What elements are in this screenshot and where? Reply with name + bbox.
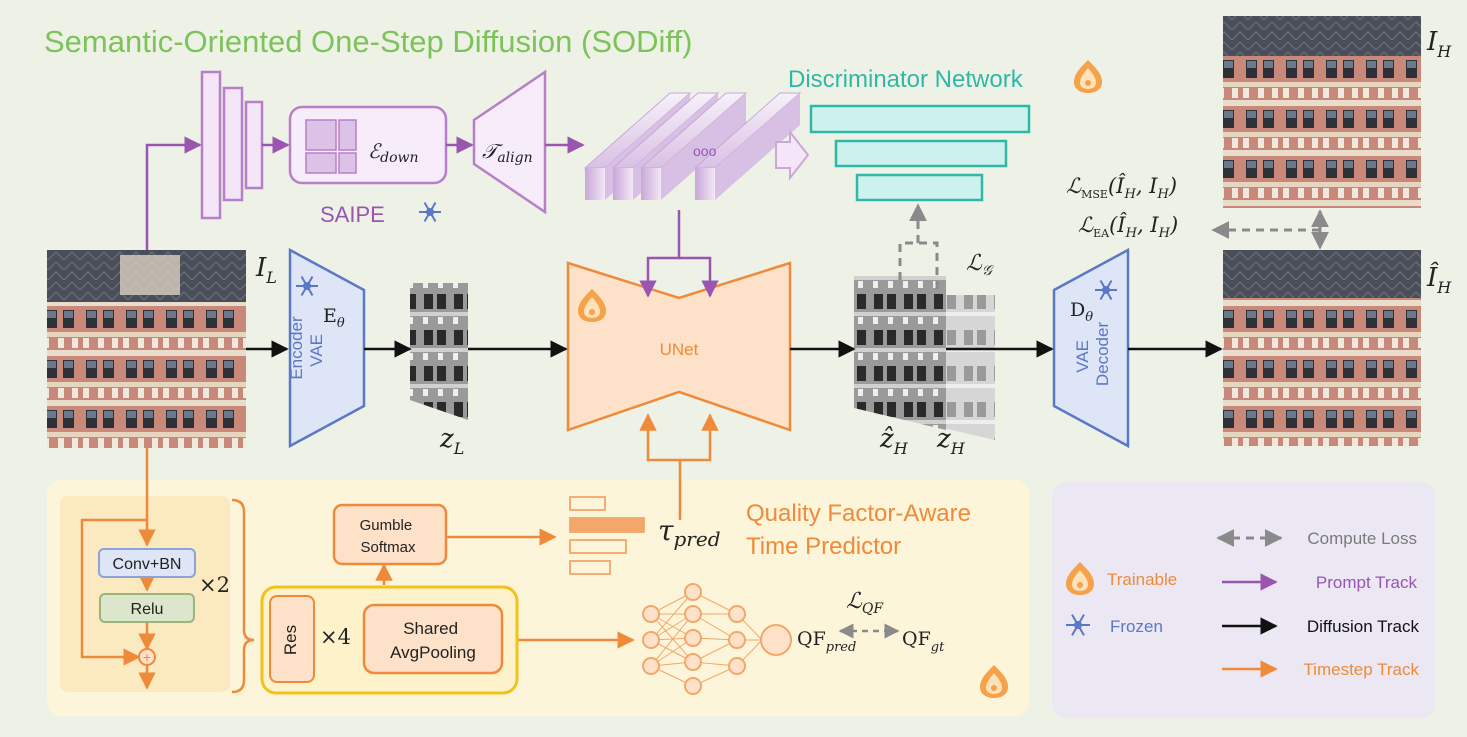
saipe-label: SAIPE <box>320 202 385 227</box>
zhat-h-label: ẑH <box>879 424 909 458</box>
relu-block <box>99 593 195 623</box>
loss-ea-label: ℒEA(ÎH, IH) <box>1078 213 1178 241</box>
timestep-distribution <box>569 496 645 575</box>
shared-avgpooling-block <box>362 603 504 675</box>
t-align-block <box>472 69 547 215</box>
e-theta-label: Eθ <box>323 305 345 331</box>
legend-compute-loss-label: Compute Loss <box>1307 529 1417 548</box>
legend-prompt-track-label: Prompt Track <box>1316 573 1418 592</box>
conv-bn-label: Conv+BN <box>113 556 182 573</box>
discriminator-label: Discriminator Network <box>788 66 1024 93</box>
relu-label: Relu <box>131 601 164 618</box>
e-down-icon <box>305 119 357 174</box>
saipe-feature-stack <box>200 70 264 220</box>
diagram-title: Semantic-Oriented One-Step Diffusion (SO… <box>44 24 692 59</box>
prompt-embeddings <box>583 92 802 200</box>
qf-network-icon <box>642 583 792 695</box>
vae-encoder <box>288 247 366 449</box>
residual-add-sign: + <box>143 649 151 665</box>
loss-g-label: ℒ𝒢 <box>966 251 994 279</box>
res-label: Res <box>281 625 300 655</box>
unet-trainable-icon <box>578 289 606 322</box>
discriminator-layers <box>809 104 1031 202</box>
saipe-frozen-icon <box>419 201 441 223</box>
shared-avgpooling-label: Shared AvgPooling <box>390 619 476 662</box>
unet-label: UNet <box>660 340 699 359</box>
z-h-label: zH <box>936 424 966 458</box>
output-image <box>1223 250 1421 446</box>
gumble-softmax-label: Gumble Softmax <box>360 517 417 556</box>
vae-decoder <box>1052 247 1130 449</box>
loss-mse-label: ℒMSE(ÎH, IH) <box>1066 174 1177 202</box>
ihat-h-label: ÎH <box>1426 261 1452 297</box>
input-image <box>47 250 246 448</box>
legend-trainable-icon <box>1066 562 1094 595</box>
legend-trainable-label: Trainable <box>1107 570 1177 589</box>
e-down-label: ℰdown <box>368 139 419 166</box>
d-theta-label: Dθ <box>1070 299 1093 325</box>
legend-frozen-label: Frozen <box>1110 617 1163 636</box>
brace <box>231 498 255 694</box>
legend-diffusion-track-label: Diffusion Track <box>1307 617 1420 636</box>
times-4-label: ×4 <box>320 625 351 649</box>
decoder-frozen-icon <box>1095 279 1117 301</box>
disc-input-arrow <box>775 129 810 181</box>
residual-add <box>138 648 156 666</box>
target-image <box>1223 16 1421 208</box>
conv-bn-block <box>98 548 196 578</box>
unet <box>566 261 792 432</box>
prompt-track <box>145 136 719 298</box>
qf-pred-label: QFpred <box>797 628 856 655</box>
z-l-label: zL <box>439 424 464 458</box>
times-2-label: ×2 <box>199 573 230 597</box>
vae-decoder-text: VAE Decoder <box>1073 322 1112 387</box>
tau-pred-label: τpred <box>658 514 721 551</box>
predictor-title: Quality Factor-Aware Time Predictor <box>746 500 978 560</box>
gumble-softmax-block <box>332 503 448 566</box>
latent-zl <box>410 283 468 420</box>
loss-arrows <box>898 203 1329 295</box>
res-block <box>269 595 315 683</box>
predictor-trainable-icon <box>980 665 1008 698</box>
i-l-label: IL <box>255 253 277 287</box>
qf-gt-label: QFgt <box>902 628 945 655</box>
disc-trainable-icon <box>1074 60 1102 93</box>
legend-timestep-track-label: Timestep Track <box>1303 660 1419 679</box>
loss-qf-label: ℒQF <box>846 589 884 617</box>
encoder-frozen-icon <box>296 275 318 297</box>
latent-zhat-h <box>854 276 946 430</box>
legend-frozen-icon <box>1066 614 1090 636</box>
legend-panel <box>1052 482 1435 718</box>
vae-encoder-text: VAE Encoder <box>287 316 326 380</box>
embedding-ellipsis: ooo <box>693 143 717 159</box>
timestep-track <box>80 413 719 690</box>
i-h-label: IH <box>1426 27 1452 61</box>
